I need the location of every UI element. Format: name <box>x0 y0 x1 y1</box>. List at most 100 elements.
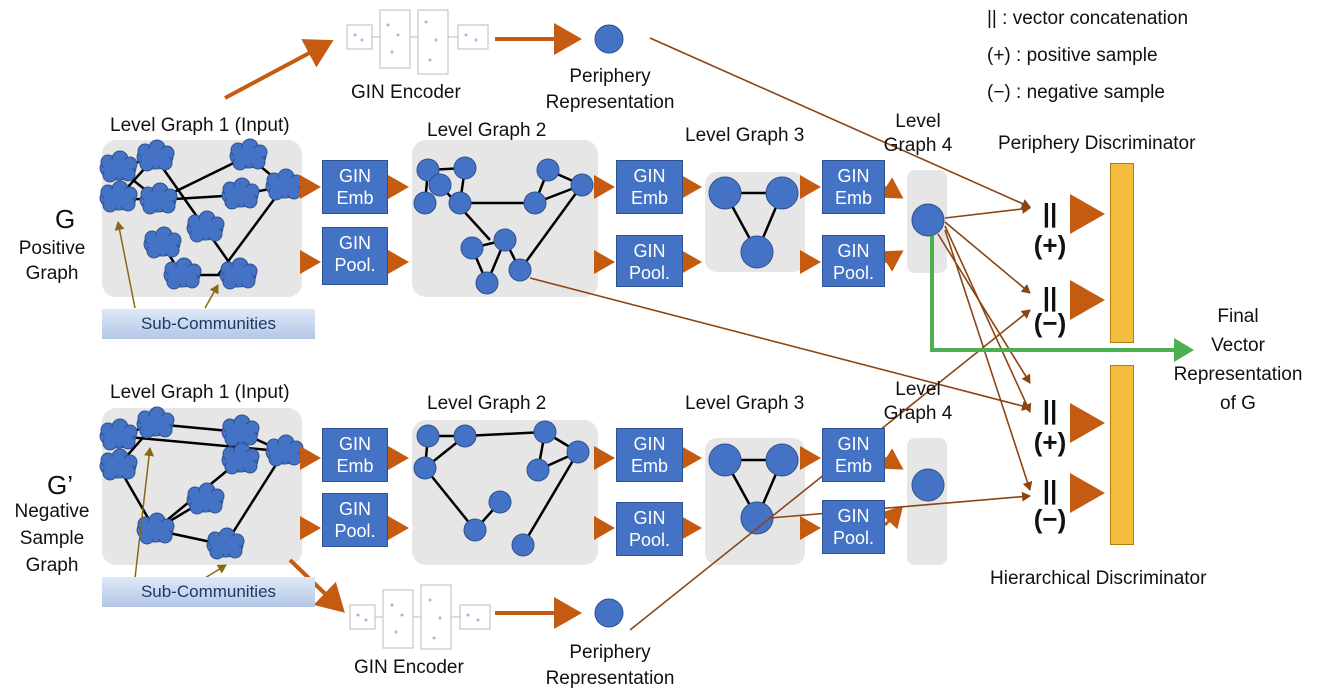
gin-pool-pos2-gin: GIN <box>633 241 666 261</box>
gin-emb-neg1-emb: Emb <box>336 456 374 476</box>
gin-emb-pos2-gin: GIN <box>633 166 666 186</box>
gin-pool-pos2-pool: Pool. <box>628 263 671 283</box>
periphery-bottom-l1: Periphery <box>569 642 651 663</box>
positive-symbol-1: (+) <box>1033 230 1067 260</box>
negative-graph-caption: Negative Sample Graph <box>6 498 98 579</box>
periphery-label-top: Periphery Representation <box>520 64 700 116</box>
concat-symbol-4: || <box>1042 475 1058 505</box>
level3-positive-nodes <box>708 176 799 269</box>
gin-pool-neg3-pool: Pool. <box>832 528 875 548</box>
level4-negative-title-l1: Level <box>895 379 941 400</box>
concat-symbol-1: || <box>1042 198 1058 228</box>
negative-symbol-1: (−) <box>1033 308 1067 338</box>
gin-pool-neg1-gin: GIN <box>338 499 371 519</box>
level4-positive-node <box>911 203 945 237</box>
gin-pool-neg2-pool: Pool. <box>628 530 671 550</box>
level3-negative-nodes <box>708 443 799 535</box>
gin-encoder-thumbnail-bottom <box>349 584 491 650</box>
level2-positive-title: Level Graph 2 <box>427 120 547 141</box>
gin-encoder-thumbnail-top <box>346 9 489 75</box>
subcommunity-pointers <box>114 221 227 579</box>
concat-symbol-2: || <box>1042 282 1058 312</box>
final-l1: Final <box>1217 306 1259 327</box>
gin-pool-neg2-gin: GIN <box>633 508 666 528</box>
periphery-node-top <box>594 24 624 54</box>
discriminator-input-arrows <box>1070 194 1105 513</box>
hierarchical-discriminator-label: Hierarchical Discriminator <box>990 568 1207 589</box>
negative-graph-symbol: G’ <box>47 470 73 500</box>
sub-communities-positive: Sub-Communities <box>102 309 315 339</box>
gin-emb-pos3-gin: GIN <box>837 166 870 186</box>
negative-caption-l3: Graph <box>25 555 79 576</box>
gin-emb-pos1-emb: Emb <box>336 188 374 208</box>
level1-negative-title: Level Graph 1 (Input) <box>110 382 290 403</box>
positive-graph-caption: Positive Graph <box>8 236 96 286</box>
concat-symbol-3: || <box>1042 395 1058 425</box>
level4-negative-node <box>911 468 945 502</box>
level4-positive-title-l2: Graph 4 <box>883 135 953 156</box>
periphery-top-l2: Representation <box>545 92 675 113</box>
periphery-label-bottom: Periphery Representation <box>520 640 700 692</box>
panel-level2-positive <box>412 140 598 297</box>
gin-emb-neg1-gin: GIN <box>338 434 371 454</box>
gin-pool-neg1-pool: Pool. <box>334 521 376 541</box>
gin-pool-neg3-gin: GIN <box>837 506 870 526</box>
gin-pool-pos1-gin: GIN <box>338 233 371 253</box>
gin-pool-pos3-gin: GIN <box>837 241 870 261</box>
legend-negative: (−) : negative sample <box>987 82 1165 103</box>
level4-negative-title: Level Graph 4 <box>868 378 968 426</box>
gin-pool-pos1-pool: Pool. <box>334 255 376 275</box>
positive-caption-l2: Graph <box>25 263 79 284</box>
negative-caption-l1: Negative <box>14 501 90 522</box>
sub-communities-negative: Sub-Communities <box>102 577 315 607</box>
gin-encoder-label-top: GIN Encoder <box>351 82 461 103</box>
negative-caption-l2: Sample <box>19 528 85 549</box>
gin-emb-neg3-emb: Emb <box>834 456 872 476</box>
level4-positive-title-l1: Level <box>895 111 941 132</box>
gin-pool-pos3-pool: Pool. <box>832 263 875 283</box>
legend-positive: (+) : positive sample <box>987 45 1158 66</box>
gin-encoder-label-bottom: GIN Encoder <box>354 657 464 678</box>
periphery-node-bottom <box>594 598 624 628</box>
periphery-top-l1: Periphery <box>569 66 651 87</box>
level2-negative-nodes <box>413 420 590 557</box>
periphery-discriminator-bar <box>1110 163 1134 343</box>
level4-positive-title: Level Graph 4 <box>868 110 968 158</box>
panel-level4-negative <box>907 438 947 565</box>
final-vector-arrow <box>930 236 1194 362</box>
legend-concat: || : vector concatenation <box>987 8 1189 29</box>
periphery-bottom-l2: Representation <box>545 668 675 689</box>
gin-emb-pos3-emb: Emb <box>834 188 872 208</box>
final-l4: of G <box>1220 393 1256 414</box>
gin-emb-pos1-gin: GIN <box>338 166 371 186</box>
pipeline-arrows <box>300 175 904 540</box>
positive-caption-l1: Positive <box>18 238 86 259</box>
gin-emb-pos2-emb: Emb <box>630 188 668 208</box>
final-vector-label: Final Vector Representation of G <box>1150 302 1326 418</box>
gin-emb-neg2-gin: GIN <box>633 434 666 454</box>
final-l2: Vector <box>1211 335 1265 356</box>
level2-negative-title: Level Graph 2 <box>427 393 547 414</box>
level3-negative-title: Level Graph 3 <box>685 393 805 414</box>
encoder-arrows <box>224 23 582 629</box>
periphery-discriminator-label: Periphery Discriminator <box>998 133 1196 154</box>
positive-symbol-2: (+) <box>1033 427 1067 457</box>
gin-emb-neg2-emb: Emb <box>630 456 668 476</box>
positive-graph-symbol: G <box>55 204 76 234</box>
level1-positive-title: Level Graph 1 (Input) <box>110 115 290 136</box>
level4-negative-title-l2: Graph 4 <box>883 403 953 424</box>
negative-symbol-2: (−) <box>1033 504 1067 534</box>
final-l3: Representation <box>1173 364 1303 385</box>
level2-positive-nodes <box>413 156 594 295</box>
